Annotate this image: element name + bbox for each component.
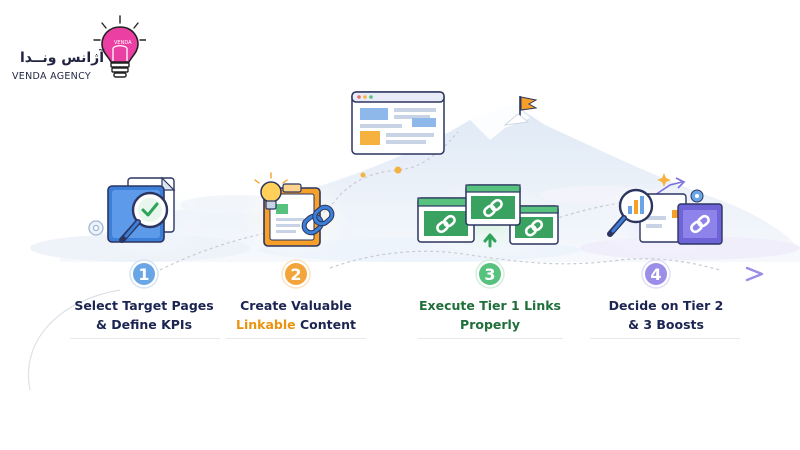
step-4-line-2: & 3 Boosts xyxy=(628,317,704,332)
step-number-1: 1 xyxy=(138,265,149,284)
step-1-line-1: Select Target Pages xyxy=(74,298,214,313)
step-label-3: Execute Tier 1 Links Properly xyxy=(410,296,570,334)
browser-windows-link-icon xyxy=(413,184,563,260)
step-1-line-2: & Define KPIs xyxy=(95,317,193,332)
step-label-1: Select Target Pages & Define KPIs xyxy=(64,296,224,334)
svg-text:VENDA: VENDA xyxy=(114,40,132,46)
step-3-line-1: Execute Tier 1 Links xyxy=(419,298,561,313)
webpage-summit-flag-icon xyxy=(351,91,538,155)
step-2-divider xyxy=(226,338,366,339)
step-label-2: Create Valuable Linkable Content xyxy=(216,296,376,334)
step-badge-2: 2 xyxy=(281,259,311,289)
step-number-3: 3 xyxy=(484,265,495,284)
step-number-4: 4 xyxy=(650,265,661,284)
progress-track xyxy=(56,266,764,282)
lightbulb-clipboard-link-icon xyxy=(240,172,350,258)
step-4-line-1: Decide on Tier 2 xyxy=(608,298,724,313)
brand-name-english: VENDA AGENCY xyxy=(12,71,91,82)
linkable-highlight: Linkable xyxy=(236,317,296,332)
step-2-line-2-rest: Content xyxy=(295,317,356,332)
step-label-4: Decide on Tier 2 & 3 Boosts xyxy=(586,296,746,334)
brand-logo: VENDA آژانس ونــدا VENDA AGENCY xyxy=(12,14,147,89)
track-arrow-icon xyxy=(745,266,764,282)
step-3-divider xyxy=(418,338,563,339)
step-number-2: 2 xyxy=(290,265,301,284)
analytics-magnifier-link-icon xyxy=(595,173,725,258)
brand-name-persian: آژانس ونــدا xyxy=(20,50,104,66)
step-2-line-2: Linkable Content xyxy=(216,315,376,334)
lightbulb-logo-icon: VENDA xyxy=(93,15,146,78)
step-1-divider xyxy=(70,338,220,339)
step-3-line-2: Properly xyxy=(460,317,520,332)
step-badge-3: 3 xyxy=(475,259,505,289)
step-badge-1: 1 xyxy=(129,259,159,289)
step-2-line-1: Create Valuable xyxy=(240,298,352,313)
step-4-divider xyxy=(590,338,740,339)
step-badge-4: 4 xyxy=(641,259,671,289)
magnifier-check-document-icon xyxy=(88,176,203,258)
